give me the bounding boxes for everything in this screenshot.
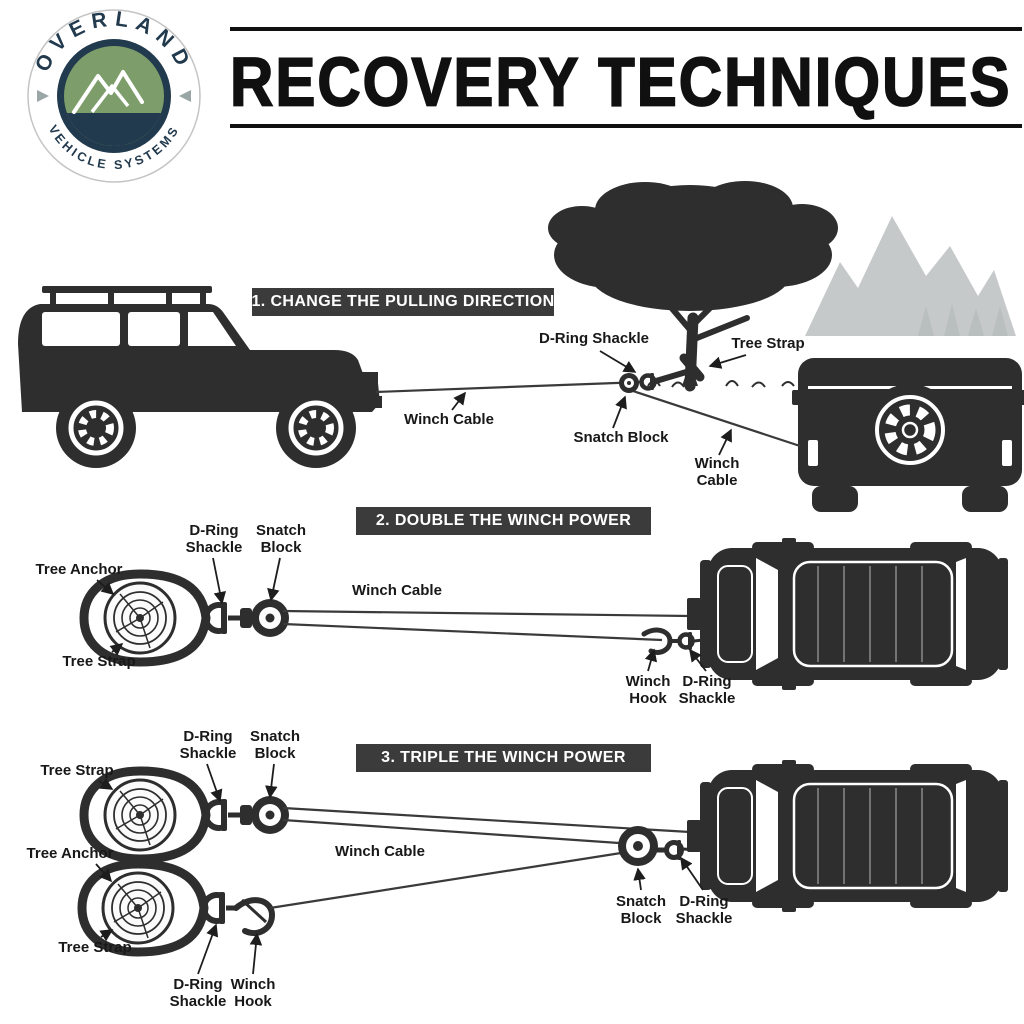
- winch-hook-icon: [641, 627, 679, 655]
- winch-cable-line: [282, 806, 691, 834]
- label-d-ring-shackle-2: D-Ring Shackle: [678, 673, 736, 707]
- section-2-heading: 2. DOUBLE THE WINCH POWER: [356, 507, 651, 535]
- tree-anchor-assembly-top: [84, 771, 289, 859]
- wheel-rear: [56, 388, 136, 468]
- pointer-arrows: [95, 350, 747, 975]
- winch-cable-line-3: [269, 851, 622, 910]
- label-tree-anchor: Tree Anchor: [35, 561, 123, 578]
- logo-left-triangle-icon: [37, 90, 49, 102]
- winch-cable-line: [375, 380, 643, 394]
- label-winch-cable: Winch Cable: [352, 582, 442, 599]
- pine-trees-icon: [918, 304, 1008, 336]
- label-d-ring-shackle: D-Ring Shackle: [538, 330, 650, 347]
- label-tree-anchor: Tree Anchor: [26, 845, 114, 862]
- label-d-ring-shackle: D-Ring Shackle: [185, 522, 243, 556]
- brand-logo: OVERLAND VEHICLE SYSTEMS: [27, 7, 201, 183]
- wheel-front: [276, 388, 356, 468]
- logo-ground: [67, 113, 161, 146]
- label-snatch-block: Snatch Block: [249, 728, 301, 762]
- section-2-rigging: [84, 536, 1010, 692]
- label-snatch-block-2: Snatch Block: [615, 893, 667, 927]
- label-snatch-block: Snatch Block: [255, 522, 307, 556]
- tree: [548, 181, 838, 392]
- label-d-ring-shackle-3: D-Ring Shackle: [675, 893, 733, 927]
- spare-tire-icon: [864, 384, 956, 476]
- section-1-heading: 1. CHANGE THE PULLING DIRECTION: [251, 288, 554, 316]
- logo-right-triangle-icon: [179, 90, 191, 102]
- label-tree-strap: Tree Strap: [62, 653, 136, 670]
- label-snatch-block: Snatch Block: [573, 429, 669, 446]
- vehicle-top-view: [685, 758, 1010, 914]
- label-tree-strap: Tree Strap: [731, 335, 805, 352]
- section-1-rigging: [375, 353, 801, 448]
- d-ring-shackle-icon: [677, 632, 704, 650]
- vehicle-top-view: [685, 536, 1010, 692]
- vehicle-side-view: [18, 286, 382, 468]
- winch-cable-line: [282, 609, 691, 618]
- label-winch-cable-2: Winch Cable: [694, 455, 740, 489]
- label-winch-hook: Winch Hook: [625, 673, 671, 707]
- tree-strap-icon: [653, 353, 705, 384]
- winch-cable-line-2: [632, 389, 801, 448]
- section-3-rigging: [82, 758, 1010, 952]
- header-rule-top: [230, 27, 1022, 31]
- logo-mountain-icon-2: [90, 84, 130, 114]
- label-tree-strap-2: Tree Strap: [58, 939, 132, 956]
- snatch-block-icon: [618, 826, 666, 866]
- snatch-block-icon: [619, 373, 639, 393]
- mountains: [805, 216, 1016, 336]
- page-title: RECOVERY TECHNIQUES: [229, 42, 1012, 121]
- section-3-heading: 3. TRIPLE THE WINCH POWER: [356, 744, 651, 772]
- label-winch-cable: Winch Cable: [404, 411, 494, 428]
- label-tree-strap: Tree Strap: [40, 762, 114, 779]
- label-d-ring-shackle: D-Ring Shackle: [179, 728, 237, 762]
- vehicle-rear-view: [792, 358, 1024, 512]
- tree-canopy: [548, 181, 838, 311]
- d-ring-shackle-icon: [639, 373, 657, 391]
- label-d-ring-shackle-2: D-Ring Shackle: [169, 976, 227, 1010]
- logo-mountain-icon: [72, 70, 144, 114]
- winch-cable-line-2: [282, 818, 620, 845]
- label-winch-cable: Winch Cable: [335, 843, 425, 860]
- winch-cable-line-2: [282, 622, 663, 642]
- header-rule-bottom: [230, 124, 1022, 128]
- label-winch-hook: Winch Hook: [230, 976, 276, 1010]
